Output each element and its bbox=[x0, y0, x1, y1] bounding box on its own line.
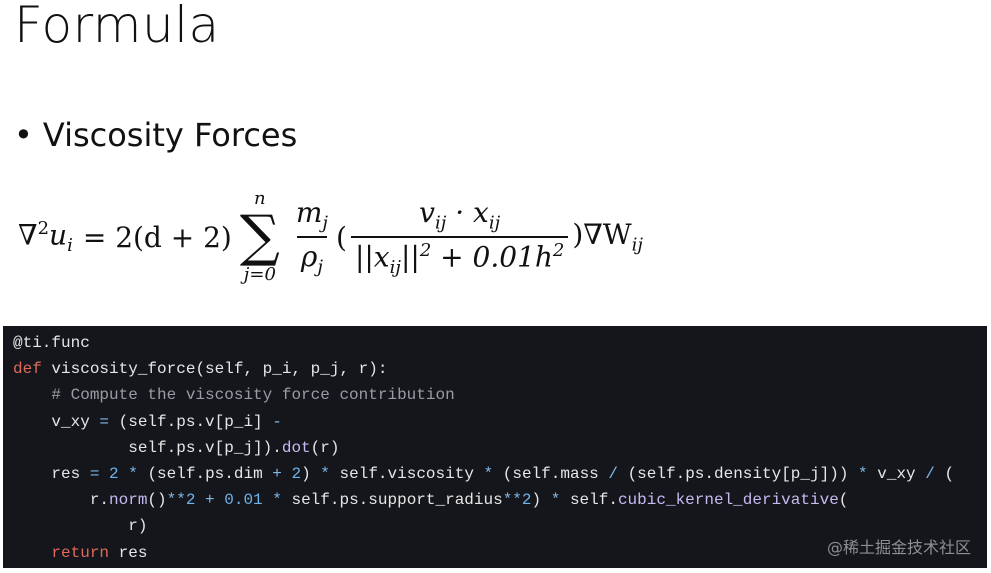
code-line: res = 2 * (self.ps.dim + 2) * self.visco… bbox=[13, 465, 955, 484]
sum-lower: j=0 bbox=[243, 264, 276, 285]
bullet-dot-icon: • bbox=[14, 116, 33, 154]
velocity-fraction: vij · xij ||xij||2 + 0.01h2 bbox=[350, 196, 569, 278]
code-line: # Compute the viscosity force contributi… bbox=[13, 386, 455, 405]
mass-density-fraction: mj ρj bbox=[292, 196, 332, 277]
code-line: self.ps.v[p_j]).dot(r) bbox=[13, 438, 340, 457]
formula-lhs: ∇2ui bbox=[18, 218, 73, 256]
frac-m: mj bbox=[295, 196, 328, 234]
code-text: @ti.func def viscosity_force(self, p_i, p… bbox=[13, 330, 954, 566]
watermark: @稀土掘金技术社区 bbox=[826, 538, 971, 557]
sum-symbol: ∑ bbox=[239, 204, 280, 269]
bullet-item: •Viscosity Forces bbox=[14, 116, 297, 154]
code-line: def viscosity_force(self, p_i, p_j, r): bbox=[13, 360, 388, 379]
open-paren: ( bbox=[336, 220, 347, 254]
frac-numerator: vij · xij bbox=[419, 196, 501, 234]
code-line: r) bbox=[13, 517, 148, 536]
frac-rho: ρj bbox=[296, 236, 327, 278]
slide-title: Formula bbox=[14, 0, 220, 54]
frac-denominator: ||xij||2 + 0.01h2 bbox=[350, 235, 569, 278]
code-line: r.norm()**2 + 0.01 * self.ps.support_rad… bbox=[13, 491, 849, 510]
code-line: @ti.func bbox=[13, 334, 90, 352]
code-line: return res bbox=[51, 543, 148, 562]
code-block: @ti.func def viscosity_force(self, p_i, p… bbox=[3, 326, 987, 568]
bullet-text: Viscosity Forces bbox=[42, 116, 298, 154]
summation: n ∑ j=0 bbox=[240, 189, 280, 285]
formula-coefficient: = 2(d + 2) bbox=[82, 220, 232, 254]
viscosity-formula: ∇2ui = 2(d + 2) n ∑ j=0 mj ρj ( vij · xi… bbox=[18, 172, 643, 302]
formula-tail: )∇Wij bbox=[572, 218, 643, 256]
sum-upper: n bbox=[254, 188, 266, 210]
code-line: v_xy = (self.ps.v[p_i] - bbox=[13, 412, 282, 431]
